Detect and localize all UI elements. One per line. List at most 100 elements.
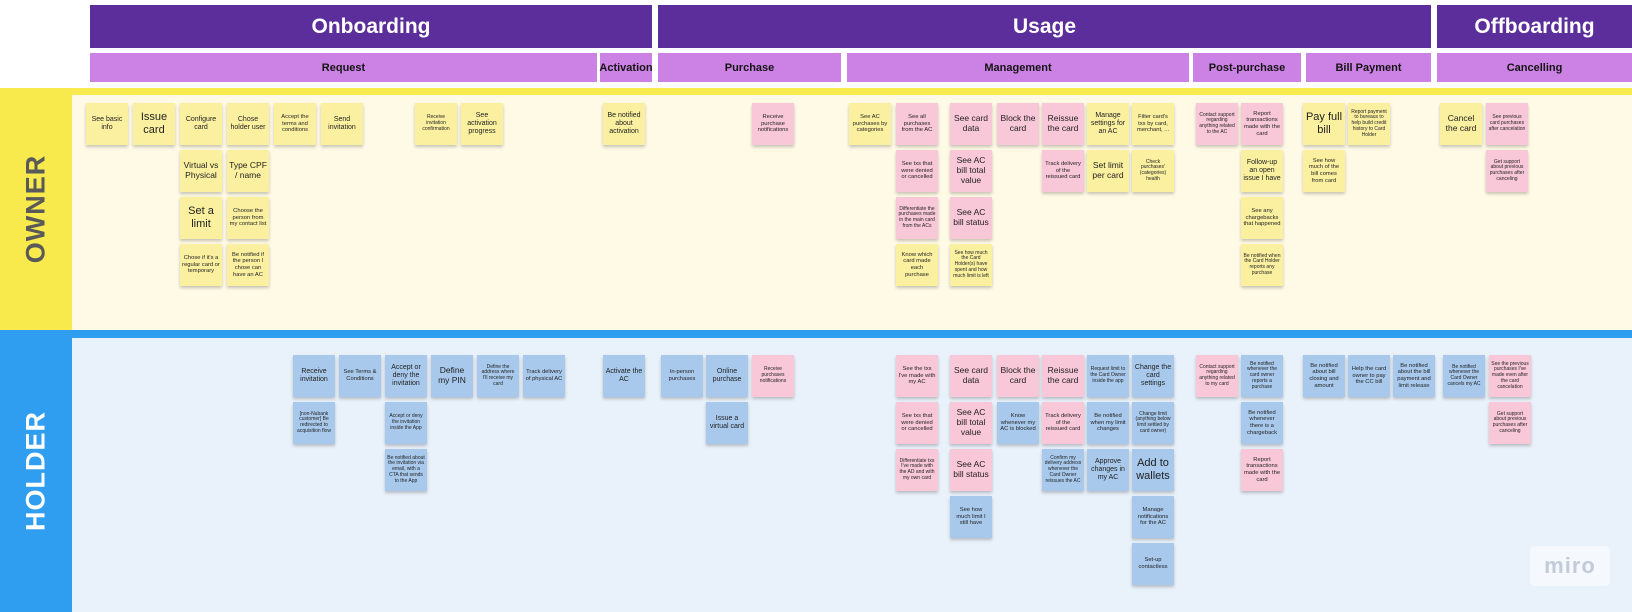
- sticky-note[interactable]: See AC bill status: [950, 449, 992, 491]
- sticky-note[interactable]: Virtual vs Physical: [180, 150, 222, 192]
- sticky-note[interactable]: See how much of the bill comes from card: [1303, 150, 1345, 192]
- sticky-note[interactable]: Issue card: [133, 103, 175, 145]
- sticky-note[interactable]: Be notified whenever the card owner repo…: [1241, 355, 1283, 397]
- sticky-note[interactable]: Be notified about the bill payment and l…: [1393, 355, 1435, 397]
- sticky-note[interactable]: Filter card's txs by card, merchant, ...: [1132, 103, 1174, 145]
- subphase-header-cancelling[interactable]: Cancelling: [1437, 53, 1632, 82]
- sticky-note[interactable]: Know whenever my AC is blocked: [997, 402, 1039, 444]
- sticky-note[interactable]: See the txs I've made with my AC: [896, 355, 938, 397]
- subphase-header-activation[interactable]: Activation: [599, 53, 653, 82]
- sticky-note[interactable]: Define my PIN: [431, 355, 473, 397]
- sticky-note[interactable]: Change the card settings: [1132, 355, 1174, 397]
- sticky-note[interactable]: Contact support regarding anything relat…: [1196, 355, 1238, 397]
- sticky-note[interactable]: See card data: [950, 103, 992, 145]
- sticky-note[interactable]: Cancel the card: [1440, 103, 1482, 145]
- sticky-note[interactable]: See the previous purchases I've made eve…: [1489, 355, 1531, 397]
- sticky-note[interactable]: See previous card purchases after cancel…: [1486, 103, 1528, 145]
- sticky-note[interactable]: See basic info: [86, 103, 128, 145]
- sticky-note[interactable]: See Terms & Conditions: [339, 355, 381, 397]
- sticky-note[interactable]: Approve changes in my AC: [1087, 449, 1129, 491]
- phase-header-usage[interactable]: Usage: [658, 5, 1431, 48]
- sticky-note[interactable]: Track delivery of the reissued card: [1042, 402, 1084, 444]
- sticky-note[interactable]: Be notified about activation: [603, 103, 645, 145]
- sticky-note[interactable]: Be notified when the Card Holder reports…: [1241, 244, 1283, 286]
- sticky-note[interactable]: Follow-up an open issue I have: [1241, 150, 1283, 192]
- sticky-note[interactable]: Send invitation: [321, 103, 363, 145]
- subphase-header-request[interactable]: Request: [90, 53, 597, 82]
- sticky-note[interactable]: [non-Nubank customer] Be redirected to a…: [293, 402, 335, 444]
- sticky-note[interactable]: See all purchases from the AC: [896, 103, 938, 145]
- sticky-note[interactable]: Receive purchases notifications: [752, 355, 794, 397]
- sticky-note[interactable]: Report payment to bureaus to help build …: [1348, 103, 1390, 145]
- sticky-note[interactable]: See AC bill total value: [950, 402, 992, 444]
- sticky-note[interactable]: Track delivery of physical AC: [523, 355, 565, 397]
- sticky-note[interactable]: See txs that were denied or cancelled: [896, 402, 938, 444]
- sticky-note[interactable]: See any chargebacks that happened: [1241, 197, 1283, 239]
- sticky-note[interactable]: Manage settings for an AC: [1087, 103, 1129, 145]
- sticky-note[interactable]: Be notified if the person I chose can ha…: [227, 244, 269, 286]
- sticky-note[interactable]: Choose the person from my contact list: [227, 197, 269, 239]
- sticky-note[interactable]: Get support about previous purchases aft…: [1489, 402, 1531, 444]
- sticky-note[interactable]: Activate the AC: [603, 355, 645, 397]
- sticky-note[interactable]: In-person purchases: [661, 355, 703, 397]
- sticky-note[interactable]: See AC bill total value: [950, 150, 992, 192]
- sticky-note[interactable]: Manage notifications for the AC: [1132, 496, 1174, 538]
- sticky-note[interactable]: Know which card made each purchase: [896, 244, 938, 286]
- sticky-note[interactable]: Set-up contactless: [1132, 543, 1174, 585]
- sticky-note[interactable]: Online purchase: [706, 355, 748, 397]
- sticky-note[interactable]: See AC bill status: [950, 197, 992, 239]
- phase-header-offboarding[interactable]: Offboarding: [1437, 5, 1632, 48]
- sticky-note[interactable]: Be notified when my limit changes: [1087, 402, 1129, 444]
- sticky-note[interactable]: Help the card owner to pay the CC bill: [1348, 355, 1390, 397]
- sticky-note[interactable]: Block the card: [997, 355, 1039, 397]
- sticky-note[interactable]: Add to wallets: [1132, 449, 1174, 491]
- sticky-note[interactable]: Define the address where I'll receive my…: [477, 355, 519, 397]
- lane-holder-label: HOLDER: [20, 411, 51, 531]
- phase-header-onboarding[interactable]: Onboarding: [90, 5, 652, 48]
- sticky-note[interactable]: See txs that were denied or cancelled: [896, 150, 938, 192]
- sticky-note[interactable]: Be notified about the invitation via ema…: [385, 449, 427, 491]
- sticky-note[interactable]: Accept or deny the invitation: [385, 355, 427, 397]
- sticky-note[interactable]: Track delivery of the reissued card: [1042, 150, 1084, 192]
- sticky-note[interactable]: See activation progress: [461, 103, 503, 145]
- subphase-header-bill-payment[interactable]: Bill Payment: [1306, 53, 1431, 82]
- sticky-note[interactable]: Get support about previous purchases aft…: [1486, 150, 1528, 192]
- sticky-note[interactable]: Be notified whenever the Card Owner canc…: [1443, 355, 1485, 397]
- sticky-note[interactable]: See AC purchases by categories: [849, 103, 891, 145]
- sticky-note[interactable]: Receive invitation confirmation: [415, 103, 457, 145]
- subphase-header-post-purchase[interactable]: Post-purchase: [1193, 53, 1301, 82]
- sticky-note[interactable]: Be notified about bill closing and amoun…: [1303, 355, 1345, 397]
- sticky-note[interactable]: Block the card: [997, 103, 1039, 145]
- sticky-note[interactable]: Report transactions made with the card: [1241, 449, 1283, 491]
- sticky-note[interactable]: Configure card: [180, 103, 222, 145]
- sticky-note[interactable]: Be notified whenever there is a chargeba…: [1241, 402, 1283, 444]
- sticky-note[interactable]: Reissue the card: [1042, 103, 1084, 145]
- sticky-note[interactable]: See how much limit I still have: [950, 496, 992, 538]
- sticky-note[interactable]: Set limit per card: [1087, 150, 1129, 192]
- sticky-note[interactable]: Receive invitation: [293, 355, 335, 397]
- sticky-note[interactable]: Change limit (anything below limit settl…: [1132, 402, 1174, 444]
- sticky-note[interactable]: Set a limit: [180, 197, 222, 239]
- sticky-note[interactable]: Reissue the card: [1042, 355, 1084, 397]
- sticky-note[interactable]: Accept or deny the invitation inside the…: [385, 402, 427, 444]
- sticky-note[interactable]: Chose holder user: [227, 103, 269, 145]
- subphase-header-purchase[interactable]: Purchase: [658, 53, 841, 82]
- sticky-note[interactable]: See card data: [950, 355, 992, 397]
- sticky-note[interactable]: Accept the terms and conditions: [274, 103, 316, 145]
- sticky-note[interactable]: Report transactions made with the card: [1241, 103, 1283, 145]
- sticky-note[interactable]: Contact support regarding anything relat…: [1196, 103, 1238, 145]
- sticky-note[interactable]: Confirm my delivery address whenever the…: [1042, 449, 1084, 491]
- sticky-note[interactable]: Differentiate txs I've made with the AD …: [896, 449, 938, 491]
- sticky-note[interactable]: Type CPF / name: [227, 150, 269, 192]
- sticky-note[interactable]: Differentiate the purchases made in the …: [896, 197, 938, 239]
- sticky-note[interactable]: Receive purchase notifications: [752, 103, 794, 145]
- sticky-note[interactable]: Chose if it's a regular card or temporar…: [180, 244, 222, 286]
- sticky-note[interactable]: Pay full bill: [1303, 103, 1345, 145]
- sticky-note[interactable]: Issue a virtual card: [706, 402, 748, 444]
- sticky-note[interactable]: See how much the Card Holder(s) have spe…: [950, 244, 992, 286]
- subphase-header-management[interactable]: Management: [847, 53, 1189, 82]
- sticky-note[interactable]: Check purchases' (categories) health: [1132, 150, 1174, 192]
- sticky-note[interactable]: Request limit to the Card Owner inside t…: [1087, 355, 1129, 397]
